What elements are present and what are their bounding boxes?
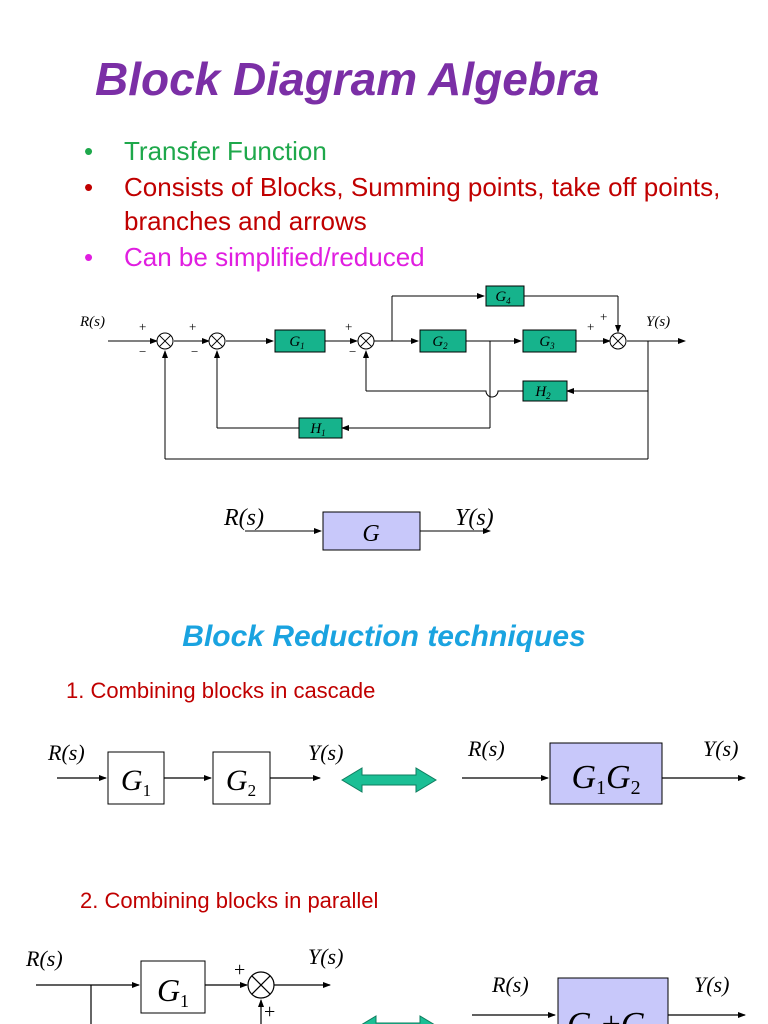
result-block-label: G1G2 — [571, 759, 640, 799]
output-label: Y(s) — [646, 314, 670, 330]
block-g3-label: G3 — [539, 334, 555, 351]
result-block-g1-plus-g2 — [557, 977, 669, 1024]
bullet-text: Transfer Function — [124, 136, 327, 166]
minus-sign: − — [349, 344, 356, 359]
result-block-label: G1+G2 — [567, 1006, 655, 1024]
block-g3 — [522, 329, 577, 353]
block-g2-label: G2 — [226, 764, 256, 800]
plus-sign: + — [234, 959, 245, 981]
result-input-label: R(s) — [467, 736, 505, 761]
bullet-list: • Transfer Function • Consists of Blocks… — [82, 134, 742, 276]
plus-sign: + — [587, 319, 594, 334]
output-label: Y(s) — [308, 944, 343, 969]
bullet-text: Can be simplified/reduced — [124, 242, 425, 272]
bullet-item: • Consists of Blocks, Summing points, ta… — [82, 170, 742, 238]
plus-sign: + — [345, 319, 352, 334]
bullet-marker: • — [84, 242, 94, 272]
input-label: R(s) — [47, 740, 85, 765]
input-label: R(s) — [25, 946, 63, 971]
block-g1-label: G1 — [289, 334, 304, 351]
block-g — [322, 511, 421, 551]
output-label: Y(s) — [455, 505, 494, 531]
simple-block-diagram: G R(s) Y(s) — [223, 505, 494, 551]
result-output-label: Y(s) — [703, 736, 738, 761]
bullet-item: • Transfer Function — [82, 134, 742, 168]
section-subtitle: Block Reduction techniques — [182, 620, 586, 653]
equivalence-arrow-icon — [361, 1015, 435, 1024]
block-g1 — [140, 960, 206, 1014]
result-output-label: Y(s) — [694, 972, 729, 997]
minus-sign: − — [139, 344, 146, 359]
block-g2-label: G2 — [432, 334, 448, 351]
parallel-heading: 2. Combining blocks in parallel — [80, 888, 379, 913]
parallel-diagram: G1 + + G1+G2 R(s) Y(s) R(s) Y(s) — [25, 944, 746, 1024]
block-h2-label: H2 — [534, 384, 551, 401]
cascade-diagram: G1 G2 G1G2 R(s) Y(s) R(s) Y(s) — [47, 736, 746, 805]
block-diagram: G1 G2 G3 G4 H2 H1 R(s) Y(s) + − + − + − … — [79, 285, 686, 460]
input-label: R(s) — [223, 505, 264, 531]
output-label: Y(s) — [308, 740, 343, 765]
block-g2 — [212, 751, 271, 805]
bullet-item: • Can be simplified/reduced — [82, 240, 742, 274]
bullet-text: Consists of Blocks, Summing points, take… — [124, 172, 721, 236]
block-g-label: G — [362, 521, 379, 547]
minus-sign: − — [191, 344, 198, 359]
plus-sign: + — [189, 319, 196, 334]
bullet-marker: • — [84, 172, 94, 202]
block-h1-label: H1 — [309, 421, 325, 438]
input-label: R(s) — [79, 314, 105, 330]
result-block-g1g2 — [549, 742, 663, 805]
block-g1 — [107, 751, 165, 805]
result-input-label: R(s) — [491, 972, 529, 997]
block-g4-label: G4 — [495, 289, 511, 306]
block-h1 — [298, 417, 343, 439]
block-g1-label: G1 — [157, 972, 189, 1011]
plus-sign: + — [600, 309, 607, 324]
block-h2 — [522, 380, 568, 402]
bullet-marker: • — [84, 136, 94, 166]
block-g1-label: G1 — [121, 764, 151, 800]
page-title: Block Diagram Algebra — [95, 53, 600, 105]
block-g1 — [274, 329, 326, 353]
block-g4 — [485, 285, 525, 307]
plus-sign: + — [264, 1001, 275, 1023]
equivalence-arrow-icon — [341, 767, 437, 793]
plus-sign: + — [139, 319, 146, 334]
block-g2 — [419, 329, 467, 353]
cascade-heading: 1. Combining blocks in cascade — [66, 678, 376, 703]
